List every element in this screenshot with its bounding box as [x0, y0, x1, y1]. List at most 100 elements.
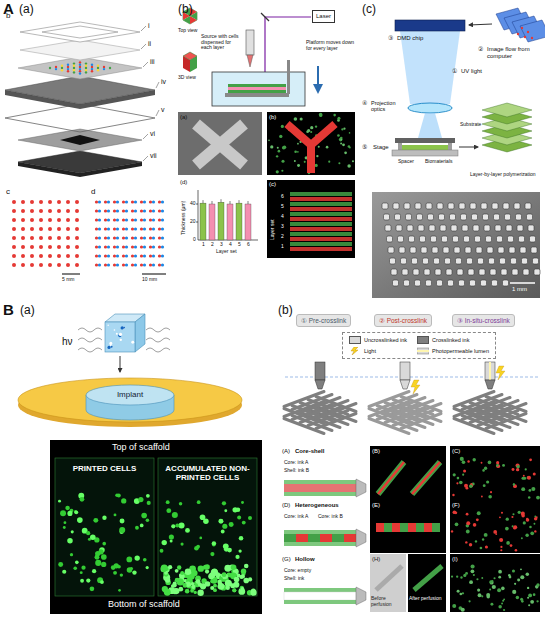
dot-array [131, 263, 134, 266]
micrograph [319, 113, 323, 117]
dot-array [122, 209, 125, 212]
exploded-device [103, 68, 105, 70]
dot-array [125, 236, 128, 239]
lumen-symbol [417, 350, 429, 352]
fluorescence-image [370, 446, 446, 500]
fluorescence-image [528, 593, 532, 597]
annotation-label: Shell: ink [284, 576, 304, 582]
dot-array [104, 254, 107, 257]
sem-image [399, 247, 405, 253]
panel-label: (a) [20, 304, 35, 317]
sem-image [478, 258, 484, 264]
dot-array [57, 200, 61, 204]
dot-array [21, 236, 25, 240]
laser-beam [261, 13, 269, 21]
dmd-projection-schematic [531, 37, 533, 39]
bar-chart [196, 222, 198, 223]
legend-symbol [349, 347, 361, 355]
dot-array [122, 227, 125, 230]
nozzle-schematic [284, 542, 356, 546]
dot-array [21, 245, 25, 249]
dot-array [57, 245, 61, 249]
fluorescence-image [520, 598, 523, 601]
dot-array [39, 254, 43, 258]
light-cube [107, 325, 134, 350]
sem-image [387, 236, 393, 242]
dot-array [30, 236, 34, 240]
fluorescence-image [241, 587, 245, 591]
fluorescence-image [455, 522, 459, 526]
dot-array [21, 218, 25, 222]
print-nozzles [315, 362, 325, 380]
top-view-icon [183, 16, 190, 24]
exploded-device [49, 61, 111, 74]
fluorescence-image [460, 457, 464, 461]
micrograph [349, 147, 351, 149]
sem-image [445, 258, 451, 264]
sem-image [517, 225, 523, 231]
fluorescence-image [516, 465, 519, 468]
panel-letter: B [3, 302, 14, 319]
fluorescence-image [466, 513, 469, 516]
dot-array [39, 227, 43, 231]
fluorescence-image [81, 566, 85, 570]
dot-array [66, 254, 70, 258]
dot-array [39, 209, 43, 213]
sem-image [483, 214, 489, 220]
annotation-label: Platform moves down for every layer [306, 40, 358, 51]
fluorescence-image [465, 541, 467, 543]
fluorescence-image [173, 588, 179, 594]
fluorescence-image [516, 463, 520, 467]
scale-bar [62, 274, 166, 275]
fluorescence-image [488, 461, 492, 465]
fluorescence-image [185, 528, 190, 533]
exploded-device [103, 66, 105, 68]
fluorescence-image [453, 473, 456, 476]
dot-array [122, 218, 125, 221]
fluorescence-image [102, 515, 106, 519]
fluorescence-image [523, 475, 525, 477]
fluorescence-image [528, 489, 531, 492]
panel-label: (F) [452, 502, 460, 509]
fluorescence-image [533, 472, 536, 475]
sem-image [527, 214, 533, 220]
dot-array [48, 254, 52, 258]
nozzle-schematic [284, 534, 296, 542]
sem-image [404, 203, 410, 209]
sem-image [464, 236, 470, 242]
sem-image [486, 236, 492, 242]
dot-array [66, 263, 70, 267]
dot-array [158, 245, 161, 248]
exploded-device [79, 66, 81, 68]
sem-image [509, 247, 515, 253]
sem-image [484, 225, 490, 231]
fluorescence-image [511, 516, 513, 518]
fluorescence-image [457, 590, 460, 593]
sem-image [492, 280, 498, 286]
annotation-label: Core: empty [284, 568, 311, 574]
axis-tick: 5 [238, 242, 241, 248]
micrograph [290, 212, 352, 216]
sem-image [475, 236, 481, 242]
sem-image [523, 269, 529, 275]
light-cube [121, 326, 124, 329]
fluorescence-image [232, 588, 236, 592]
dot-array [149, 263, 152, 266]
fluorescence-image [488, 495, 492, 499]
dmd-projection-schematic [400, 31, 460, 104]
fluorescence-image [476, 518, 479, 521]
light-cube [120, 356, 121, 372]
dmd-projection-schematic [408, 103, 452, 113]
fluorescence-image [86, 531, 90, 535]
layer-number: 4 [281, 214, 284, 220]
panel-label: (a) [19, 3, 34, 16]
annotation-label: Layer-by-layer polymerization [470, 172, 542, 178]
sem-image [506, 225, 512, 231]
dmd-projection-schematic [517, 33, 519, 35]
dot-array [131, 227, 134, 230]
micrograph [310, 131, 312, 133]
fluorescence-image [469, 543, 472, 546]
fluorescence-image [496, 461, 499, 464]
fluorescence-image [480, 547, 483, 550]
micrograph [316, 155, 318, 157]
